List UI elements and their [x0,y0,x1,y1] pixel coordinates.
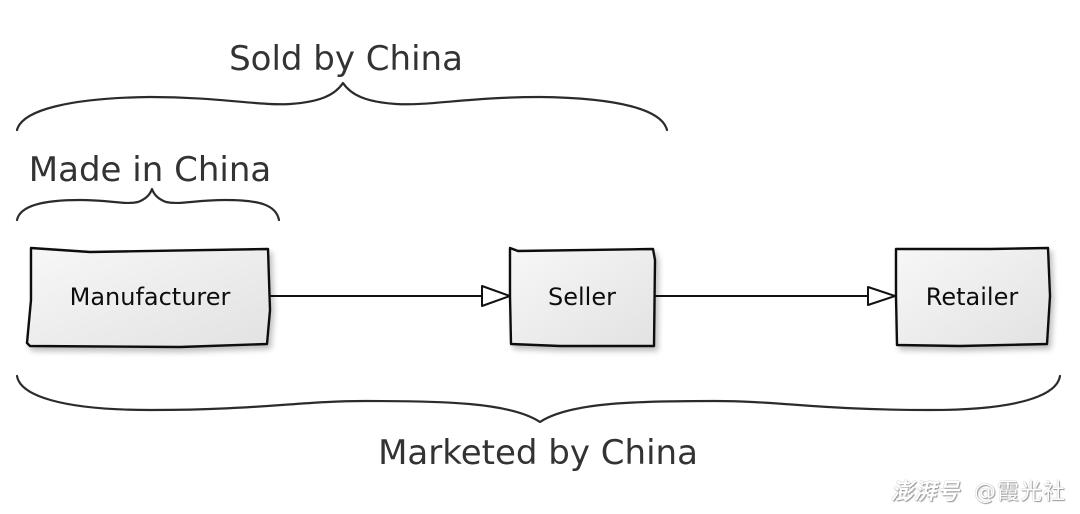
node-label: Retailer [926,283,1019,311]
node-label: Manufacturer [70,283,231,311]
brace-marketed [15,374,1062,424]
group-sold-by-china: Sold by China [15,39,669,132]
group-label-marketed: Marketed by China [378,433,698,473]
node-retailer: Retailer [894,246,1052,348]
group-marketed-by-china: Marketed by China [15,374,1062,473]
watermark-brand: 澎湃号 [890,480,960,505]
group-made-in-china: Made in China [15,150,281,222]
watermark-handle: @霞光社 [973,480,1066,505]
node-box [894,246,1052,348]
arrowhead-icon [867,286,896,306]
brace-sold [15,81,669,132]
node-label: Seller [548,283,616,311]
group-label-sold: Sold by China [229,39,463,79]
node-seller: Seller [508,246,657,348]
node-manufacturer: Manufacturer [25,246,272,349]
arrowhead-icon [481,285,511,307]
watermark: 澎湃号 @霞光社 [891,474,1066,506]
brace-made [15,187,281,222]
node-box [508,246,657,348]
node-box [25,246,272,349]
edge-manufacturer-seller [270,285,511,307]
group-label-made: Made in China [29,150,271,190]
edge-seller-retailer [655,286,896,306]
